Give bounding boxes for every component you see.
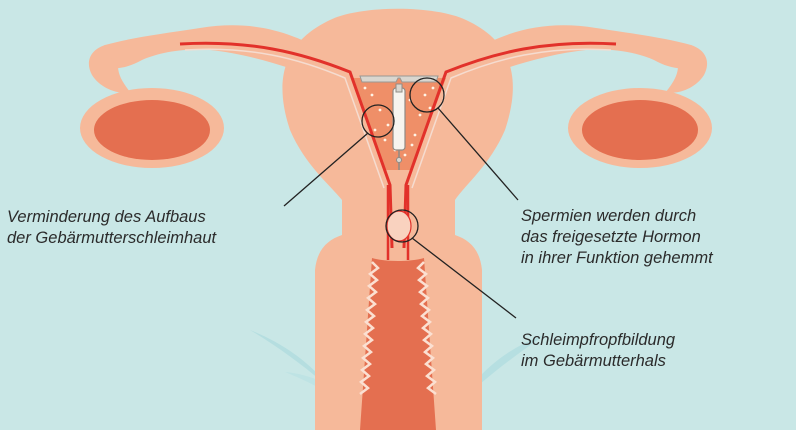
right-ovary-inner (582, 100, 698, 160)
label-right-bottom-line2: im Gebärmutterhals (521, 351, 675, 372)
label-left-line1: Verminderung des Aufbaus (7, 207, 216, 228)
label-sperm-inhibition: Spermien werden durch das freigesetzte H… (521, 206, 713, 269)
label-right-top-line1: Spermien werden durch (521, 206, 713, 227)
label-mucus-plug: Schleimpfropfbildung im Gebärmutterhals (521, 330, 675, 372)
label-left-line2: der Gebärmutterschleimhaut (7, 228, 216, 249)
label-endometrium-reduction: Verminderung des Aufbaus der Gebärmutter… (7, 207, 216, 249)
label-right-bottom-line1: Schleimpfropfbildung (521, 330, 675, 351)
label-right-top-line3: in ihrer Funktion gehemmt (521, 248, 713, 269)
label-right-top-line2: das freigesetzte Hormon (521, 227, 713, 248)
left-ovary-inner (94, 100, 210, 160)
